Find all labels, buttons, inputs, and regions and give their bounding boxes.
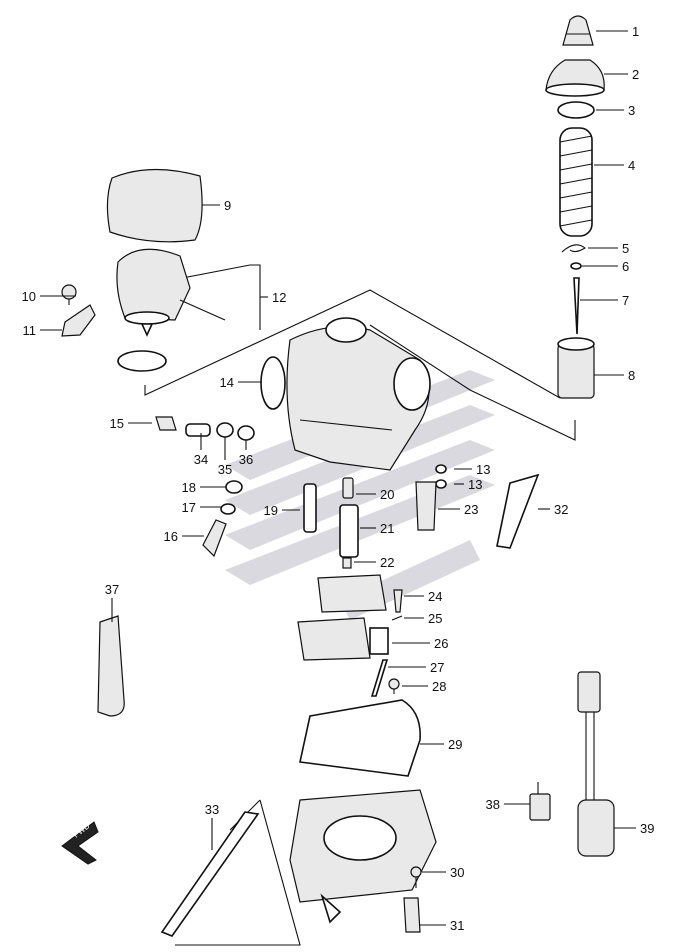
callout-number: 2: [632, 67, 639, 82]
callout-number: 34: [194, 452, 208, 467]
part-ring: [557, 101, 595, 119]
callout-number: 16: [164, 529, 178, 544]
part-main-jet: [342, 477, 354, 499]
callout-number: 14: [220, 375, 234, 390]
callout-number: 11: [23, 323, 37, 338]
part-drain-screw: [403, 897, 421, 933]
part-o-ring-13b: [435, 479, 447, 489]
callout-number: 23: [464, 502, 478, 517]
part-carburetor-body: [286, 317, 431, 471]
part-jet-needle: [573, 277, 580, 335]
callout-number: 30: [450, 865, 464, 880]
callout-number: 29: [448, 737, 462, 752]
callout-number: 32: [554, 502, 568, 517]
callout-number: 15: [110, 416, 124, 431]
part-washer-35: [216, 422, 234, 438]
part-screw: [61, 284, 77, 305]
part-washer: [570, 262, 582, 270]
part-pilot-screw: [155, 416, 177, 431]
part-plate: [61, 304, 96, 337]
part-piston-valve: [557, 337, 595, 399]
callout-number: 38: [486, 797, 500, 812]
callout-number: 22: [380, 555, 394, 570]
callout-number: 27: [430, 660, 444, 675]
part-cap: [562, 15, 594, 46]
part-screw-30: [410, 866, 422, 888]
part-jet-22: [342, 557, 352, 569]
callout-number: 21: [380, 521, 394, 536]
part-spring: [559, 127, 593, 237]
callout-number: 13: [468, 477, 482, 492]
part-bracket: [97, 615, 125, 717]
callout-number: 1: [632, 24, 639, 39]
callout-number: 10: [22, 289, 36, 304]
callout-number: 9: [224, 198, 231, 213]
callout-number: 25: [428, 611, 442, 626]
part-plug: [202, 519, 227, 558]
callout-number: 28: [432, 679, 446, 694]
callout-number: 39: [640, 821, 654, 836]
part-float-pin: [370, 659, 389, 697]
callout-number: 19: [264, 503, 278, 518]
part-o-ring-18: [225, 480, 243, 494]
callout-number: 31: [450, 918, 464, 933]
callout-number: 6: [622, 259, 629, 274]
part-hose-33: [160, 811, 260, 937]
callout-number: 26: [434, 636, 448, 651]
callout-number: 33: [205, 802, 219, 817]
callout-number: 13: [476, 462, 490, 477]
callout-number: 5: [622, 241, 629, 256]
part-top-cap: [545, 59, 605, 97]
callout-number: 18: [182, 480, 196, 495]
part-heater: [577, 671, 615, 857]
part-float-gasket: [299, 699, 421, 777]
part-gasket-ring: [260, 356, 286, 410]
part-hose-32: [496, 473, 540, 549]
callout-number: 4: [628, 158, 635, 173]
part-clip: [561, 244, 586, 253]
part-clip-25: [391, 615, 403, 621]
callout-number: 20: [380, 487, 394, 502]
part-o-ring-13a: [435, 464, 447, 474]
fwd-arrow-icon: FWD: [61, 821, 99, 865]
callout-number: 3: [628, 103, 635, 118]
part-float: [297, 574, 389, 661]
part-starter-assembly: [116, 248, 226, 337]
part-main-jet-holder: [303, 483, 317, 533]
part-starter-jet: [415, 481, 437, 531]
part-small-spring: [185, 423, 211, 437]
part-float-chamber: [289, 789, 437, 924]
callout-number: 17: [182, 500, 196, 515]
callout-number: 7: [622, 293, 629, 308]
part-sensor: [529, 782, 551, 821]
callout-number: 36: [239, 452, 253, 467]
callout-number: 8: [628, 368, 635, 383]
callout-number: 35: [218, 462, 232, 477]
callouts: 1234567891011121313141516171819202122232…: [22, 24, 655, 933]
part-o-ring: [117, 350, 167, 372]
part-o-ring-36: [237, 425, 255, 441]
callout-number: 24: [428, 589, 442, 604]
part-float-valve: [393, 589, 403, 613]
part-screw-28: [388, 678, 400, 694]
part-needle-jet: [339, 504, 359, 558]
part-cover: [106, 168, 203, 243]
callout-number: 37: [105, 582, 119, 597]
callout-number: 12: [272, 290, 286, 305]
part-washer-17: [220, 503, 236, 515]
